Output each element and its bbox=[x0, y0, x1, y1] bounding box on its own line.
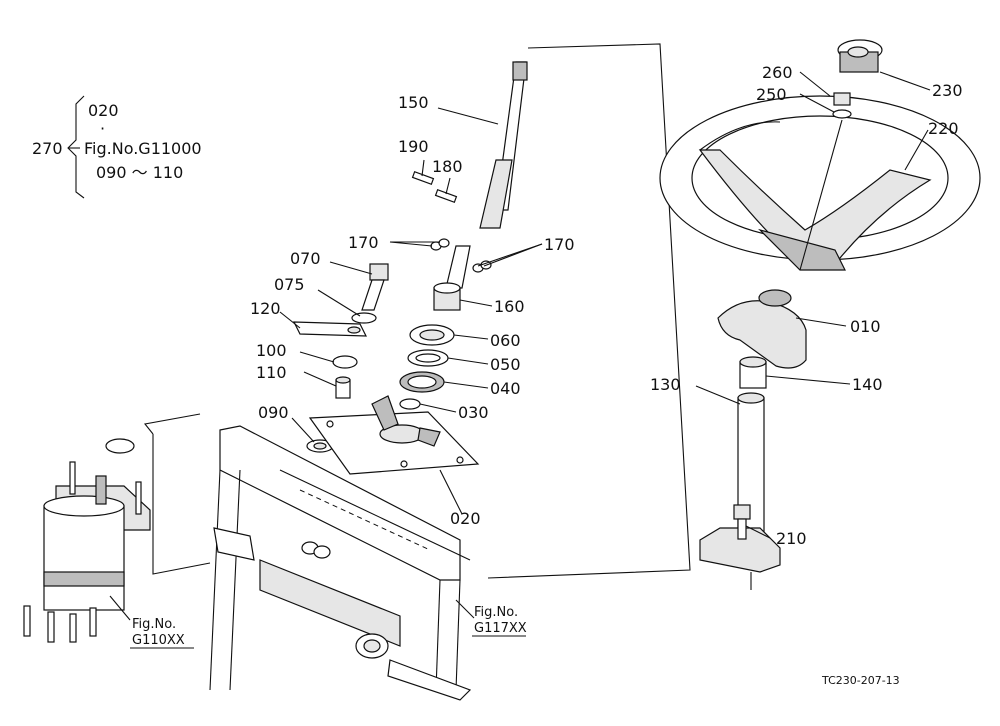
callout-070: 070 bbox=[290, 249, 321, 268]
group-note-line1: 020 bbox=[88, 101, 119, 120]
washer-250 bbox=[832, 109, 852, 119]
steering-shaft bbox=[479, 61, 528, 229]
leader-lines bbox=[109, 71, 931, 621]
ring-030 bbox=[399, 398, 421, 410]
lower-shaft bbox=[433, 245, 471, 311]
pin-180 bbox=[434, 188, 458, 204]
base-plate bbox=[308, 395, 480, 475]
callout-100: 100 bbox=[256, 341, 287, 360]
callout-180: 180 bbox=[432, 157, 463, 176]
callout-110: 110 bbox=[256, 363, 287, 382]
figure-references: Fig.No. G110XX Fig.No. G117XX bbox=[130, 605, 527, 649]
pin-190 bbox=[411, 170, 435, 186]
frame-boundary-line bbox=[143, 413, 211, 575]
frame-structure bbox=[209, 425, 472, 701]
callout-050: 050 bbox=[490, 355, 521, 374]
group-note-line3: Fig.No.G11000 bbox=[84, 139, 202, 158]
column-cover bbox=[717, 289, 807, 369]
group-note-line2: · bbox=[100, 119, 105, 138]
ref-left-line1: Fig.No. bbox=[132, 617, 176, 632]
ref-right-line2: G117XX bbox=[474, 621, 527, 636]
callout-170-left: 170 bbox=[348, 233, 379, 252]
spacer-100 bbox=[332, 355, 358, 369]
callout-010: 010 bbox=[850, 317, 881, 336]
callout-170-right: 170 bbox=[544, 235, 575, 254]
callout-120: 120 bbox=[250, 299, 281, 318]
washer-075 bbox=[351, 312, 377, 324]
callout-210: 210 bbox=[776, 529, 807, 548]
bolt-070 bbox=[361, 263, 389, 311]
spacer-110 bbox=[335, 376, 351, 399]
callout-090: 090 bbox=[258, 403, 289, 422]
assembly-outline bbox=[487, 43, 691, 579]
motor-unit bbox=[23, 438, 151, 643]
callout-030: 030 bbox=[458, 403, 489, 422]
ref-right-line1: Fig.No. bbox=[474, 605, 518, 620]
bushing-140 bbox=[739, 356, 767, 389]
washer-050 bbox=[407, 349, 449, 367]
nut-260 bbox=[833, 92, 851, 106]
group-note: 270 020 · Fig.No.G11000 090 ～ 110 bbox=[32, 95, 202, 199]
stay-120 bbox=[293, 321, 367, 337]
callout-150: 150 bbox=[398, 93, 429, 112]
steering-wheel bbox=[659, 95, 981, 271]
center-cap bbox=[837, 39, 883, 73]
ref-left-line2: G110XX bbox=[132, 633, 185, 648]
callout-160: 160 bbox=[494, 297, 525, 316]
group-note-id: 270 bbox=[32, 139, 63, 158]
callout-labels: 150 190 180 170 170 070 075 120 160 060 … bbox=[250, 63, 963, 548]
group-note-line4: 090 ～ 110 bbox=[96, 163, 183, 182]
callout-260: 260 bbox=[762, 63, 793, 82]
callout-220: 220 bbox=[928, 119, 959, 138]
bolt-210 bbox=[733, 504, 751, 540]
callout-020: 020 bbox=[450, 509, 481, 528]
callout-075: 075 bbox=[274, 275, 305, 294]
spacer-090 bbox=[306, 439, 334, 453]
callout-140: 140 bbox=[852, 375, 883, 394]
callout-060: 060 bbox=[490, 331, 521, 350]
collar-060 bbox=[409, 324, 455, 346]
drawing-code: TC230-207-13 bbox=[821, 674, 900, 687]
bearing-040 bbox=[399, 371, 445, 393]
callout-230: 230 bbox=[932, 81, 963, 100]
column-tube bbox=[699, 392, 781, 590]
callout-040: 040 bbox=[490, 379, 521, 398]
callout-130: 130 bbox=[650, 375, 681, 394]
callout-190: 190 bbox=[398, 137, 429, 156]
callout-250: 250 bbox=[756, 85, 787, 104]
